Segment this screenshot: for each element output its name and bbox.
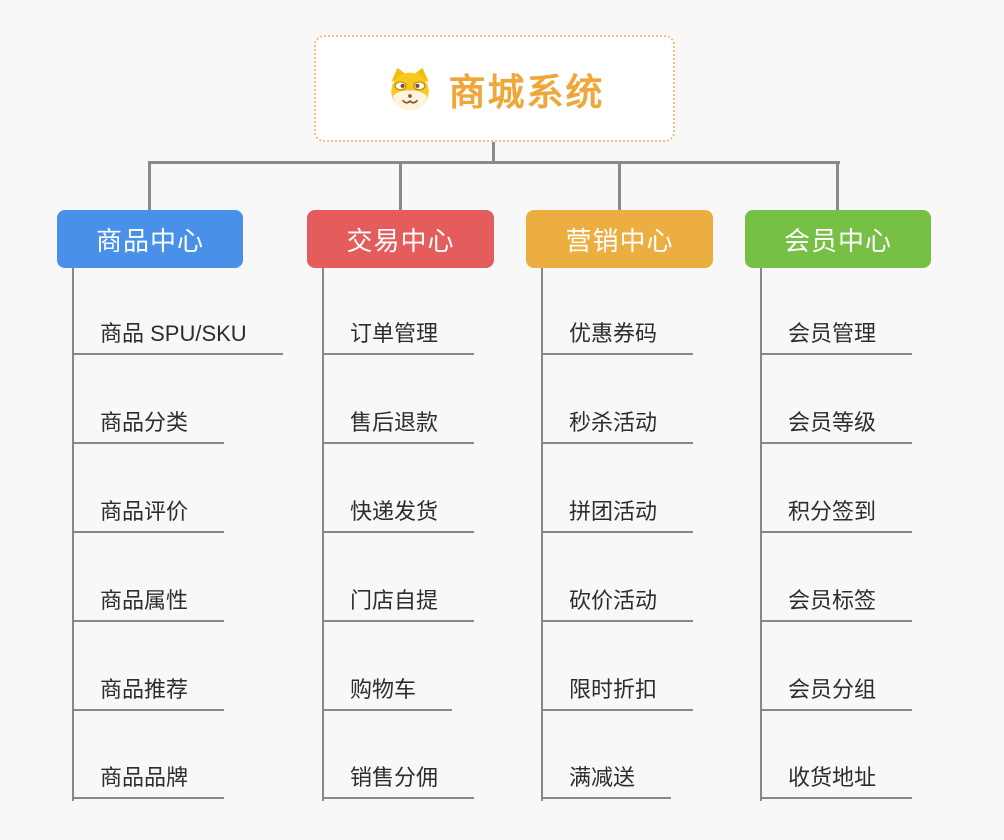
root-node[interactable]: 商城系统 [314,35,675,142]
branch-spine-line [72,268,74,801]
node-item[interactable]: 优惠券码 [541,311,694,355]
node-item[interactable]: 商品评价 [72,489,225,533]
node-item[interactable]: 售后退款 [322,400,475,444]
node-item[interactable]: 会员标签 [760,578,913,622]
branch-spine-line [322,268,324,801]
node-item[interactable]: 拼团活动 [541,489,694,533]
node-item[interactable]: 会员等级 [760,400,913,444]
branch-product-center[interactable]: 商品中心 [57,210,243,268]
node-item[interactable]: 砍价活动 [541,578,694,622]
branch-spine-line [760,268,762,801]
node-item[interactable]: 商品 SPU/SKU [72,311,283,355]
node-item[interactable]: 商品分类 [72,400,225,444]
node-item[interactable]: 满减送 [541,755,672,799]
root-connector-stem [492,142,495,163]
node-item[interactable]: 商品推荐 [72,667,225,711]
branch-marketing-center[interactable]: 营销中心 [526,210,713,268]
node-item[interactable]: 商品属性 [72,578,225,622]
branch-spine-line [541,268,543,801]
node-item[interactable]: 快递发货 [322,489,475,533]
node-item[interactable]: 收货地址 [760,755,913,799]
shiba-dog-icon [385,66,435,112]
node-item[interactable]: 门店自提 [322,578,475,622]
branch-connector-drop [836,161,839,210]
branch-connector-drop [618,161,621,210]
branch-member-center[interactable]: 会员中心 [745,210,931,268]
node-item[interactable]: 销售分佣 [322,755,475,799]
node-item[interactable]: 会员管理 [760,311,913,355]
branch-connector-bar [148,161,840,164]
branch-trade-center[interactable]: 交易中心 [307,210,494,268]
branch-connector-drop [148,161,151,210]
branch-connector-drop [399,161,402,210]
node-item[interactable]: 订单管理 [322,311,475,355]
node-item[interactable]: 会员分组 [760,667,913,711]
node-item[interactable]: 商品品牌 [72,755,225,799]
node-item[interactable]: 积分签到 [760,489,913,533]
root-title: 商城系统 [448,71,605,113]
node-item[interactable]: 限时折扣 [541,667,694,711]
node-item[interactable]: 秒杀活动 [541,400,694,444]
node-item[interactable]: 购物车 [322,667,453,711]
